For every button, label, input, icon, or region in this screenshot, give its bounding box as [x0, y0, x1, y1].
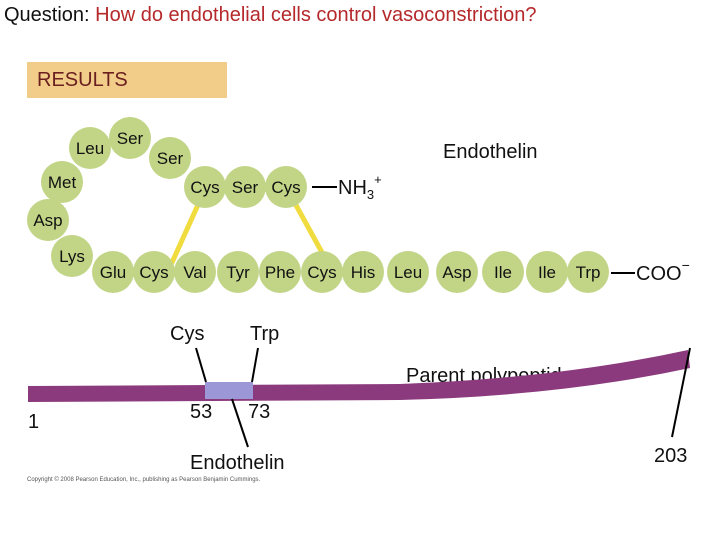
residue-number-start: 1 [28, 411, 39, 433]
amino-acid-ser-6: Ser [224, 166, 266, 208]
amino-acid-bead [92, 251, 134, 293]
amino-acid-leu-1: Leu [69, 127, 111, 169]
amino-acid-bead [224, 166, 266, 208]
pointer-start [195, 347, 207, 383]
question-line: Question: How do endothelial cells contr… [4, 4, 537, 27]
amino-acid-label: Ile [494, 263, 512, 282]
amino-acid-asp-8: Asp [27, 199, 69, 241]
amino-acid-label: Ile [538, 263, 556, 282]
copyright-notice: Copyright © 2008 Pearson Education, Inc.… [27, 476, 261, 483]
amino-acid-glu-10: Glu [92, 251, 134, 293]
c-terminus-label: COO− [636, 257, 690, 285]
amino-acid-bead [259, 251, 301, 293]
amino-acid-bead [27, 199, 69, 241]
endothelin-segment-label: Endothelin [190, 452, 285, 474]
amino-acid-trp-21: Trp [567, 251, 609, 293]
amino-acid-bead [387, 251, 429, 293]
amino-acid-tyr-13: Tyr [217, 251, 259, 293]
amino-acid-bead [301, 251, 343, 293]
amino-acid-label: Cys [307, 263, 336, 282]
amino-acid-label: Phe [265, 263, 295, 282]
segment-end-residue: Trp [250, 323, 279, 345]
amino-acid-ile-19: Ile [482, 251, 524, 293]
amino-acid-bead [109, 117, 151, 159]
amino-acid-label: Leu [394, 263, 422, 282]
amino-acid-label: Ser [232, 178, 259, 197]
amino-acid-label: Ser [157, 149, 184, 168]
amino-acid-label: Cys [271, 178, 300, 197]
amino-acid-bead [133, 251, 175, 293]
residue-number-53: 53 [190, 401, 212, 423]
amino-acid-met-4: Met [41, 161, 83, 203]
question-text: How do endothelial cells control vasocon… [95, 4, 537, 26]
amino-acid-ser-3: Ser [149, 137, 191, 179]
segment-start-residue: Cys [170, 323, 204, 345]
amino-acid-bead [51, 235, 93, 277]
amino-acid-label: Glu [100, 263, 126, 282]
residue-number-end: 203 [654, 445, 687, 467]
amino-acid-bead [184, 166, 226, 208]
amino-acid-cys-5: Cys [184, 166, 226, 208]
amino-acid-label: Met [48, 173, 77, 192]
endothelin-pointer [231, 398, 249, 448]
amino-acid-bead [567, 251, 609, 293]
amino-acid-label: Asp [442, 263, 471, 282]
amino-acid-cys-11: Cys [133, 251, 175, 293]
amino-acid-cys-15: Cys [301, 251, 343, 293]
amino-acid-lys-9: Lys [51, 235, 93, 277]
amino-acid-val-12: Val [174, 251, 216, 293]
amino-acid-ile-20: Ile [526, 251, 568, 293]
amino-acid-bead [149, 137, 191, 179]
amino-acid-cys-7: Cys [265, 166, 307, 208]
amino-acid-label: Tyr [226, 263, 250, 282]
amino-acid-bead [265, 166, 307, 208]
results-label: RESULTS [37, 69, 128, 91]
amino-acid-leu-17: Leu [387, 251, 429, 293]
amino-acid-label: Leu [76, 139, 104, 158]
amino-acid-bead [174, 251, 216, 293]
amino-acid-label: His [351, 263, 376, 282]
amino-acid-bead [217, 251, 259, 293]
amino-acid-bead [342, 251, 384, 293]
amino-acid-bead [482, 251, 524, 293]
amino-acid-label: Trp [576, 263, 601, 282]
amino-acid-his-16: His [342, 251, 384, 293]
amino-acid-phe-14: Phe [259, 251, 301, 293]
pointer-c-end [671, 347, 691, 438]
endothelin-segment [205, 382, 253, 399]
amino-acid-label: Asp [33, 211, 62, 230]
amino-acid-ser-2: Ser [109, 117, 151, 159]
amino-acid-label: Cys [139, 263, 168, 282]
amino-acid-bead [436, 251, 478, 293]
question-label: Question: [4, 4, 90, 26]
parent-polypeptide-backbone [28, 350, 690, 402]
amino-acid-bead [526, 251, 568, 293]
amino-acid-label: Ser [117, 129, 144, 148]
amino-acid-label: Cys [190, 178, 219, 197]
pointer-end [251, 347, 259, 383]
amino-acid-label: Val [183, 263, 206, 282]
endothelin-title: Endothelin [443, 141, 538, 163]
results-banner: RESULTS [27, 62, 227, 98]
amino-acid-label: Lys [59, 247, 85, 266]
amino-acid-bead [41, 161, 83, 203]
n-terminus-label: NH3+ [338, 172, 382, 202]
residue-number-73: 73 [248, 401, 270, 423]
amino-acid-asp-18: Asp [436, 251, 478, 293]
amino-acid-bead [69, 127, 111, 169]
